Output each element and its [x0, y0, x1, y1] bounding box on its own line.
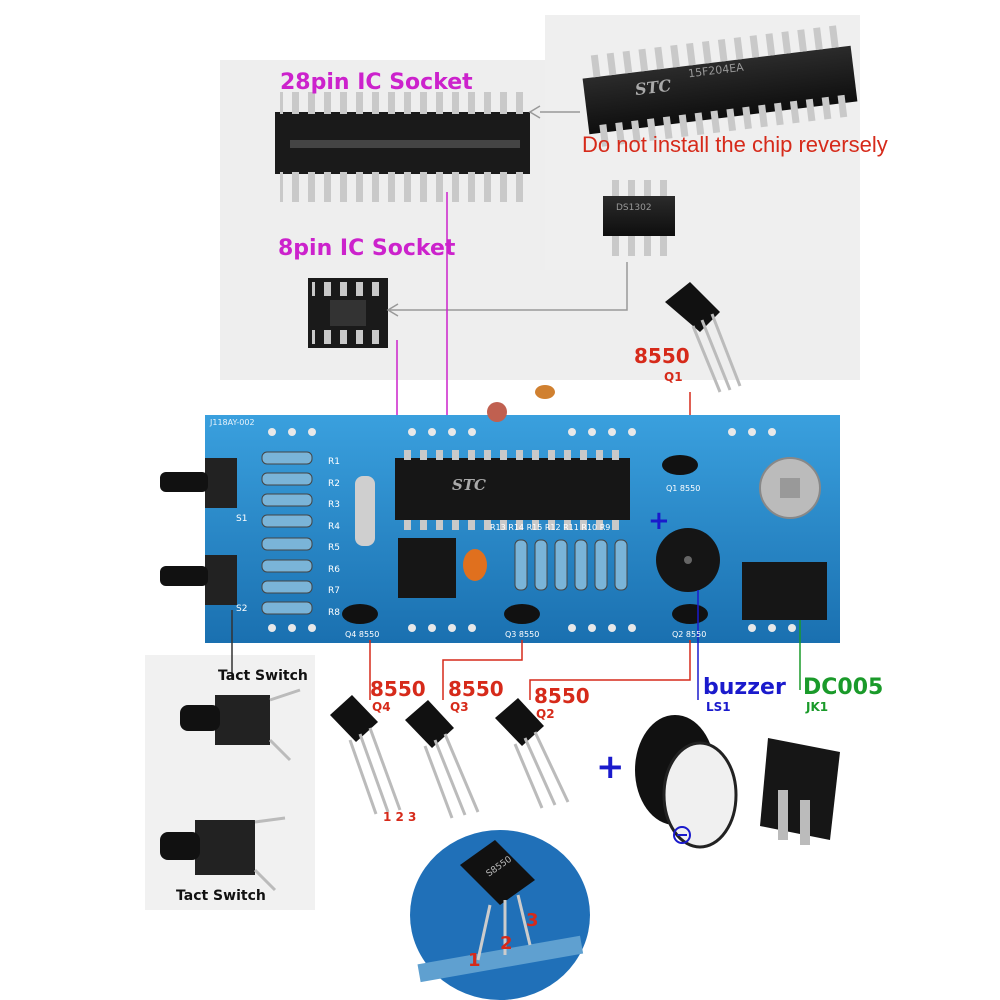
transistor-closeup-inset: [410, 830, 590, 1000]
q1-silk: Q1 8550: [666, 484, 701, 493]
q3-ref-label: Q3: [450, 700, 469, 714]
mcu-chip: [582, 25, 858, 147]
dc-jack-part: [760, 738, 840, 845]
board-buzzer-plus: +: [648, 506, 670, 536]
ref-r3: R3: [328, 500, 340, 510]
q2-part-label: 8550: [534, 684, 590, 708]
q1-part-label: 8550: [634, 344, 690, 368]
pointer-arrows: [386, 105, 628, 317]
tact-switch-bottom-label: Tact Switch: [176, 888, 266, 904]
rtc-chip: [603, 180, 675, 256]
q4-ref-label: Q4: [372, 700, 391, 714]
q4-transistor: [330, 695, 402, 815]
dc-jack-label: DC005: [803, 675, 884, 700]
buzzer-ref-label: LS1: [706, 700, 731, 714]
board-id: J118AY-002: [210, 418, 255, 427]
switch-ref-s1: S1: [236, 514, 248, 524]
tact-switch-top-label: Tact Switch: [218, 668, 308, 684]
buzzer-part: [635, 715, 738, 849]
q2-ref-label: Q2: [536, 707, 555, 721]
pcb-board: [160, 385, 840, 643]
warning-label: Do not install the chip reversely: [582, 132, 888, 157]
q3-silk: Q3 8550: [505, 630, 540, 639]
q2-silk: Q2 8550: [672, 630, 707, 639]
socket-8pin: [308, 278, 388, 348]
q1-transistor: [665, 282, 742, 393]
tact-switch-bottom: [160, 816, 286, 892]
red-leader-lines: [369, 640, 691, 700]
q1-ref-label: Q1: [664, 370, 683, 384]
inset-pin3: 3: [526, 910, 539, 931]
rtc-code-text: DS1302: [616, 203, 652, 213]
q3-transistor: [405, 700, 480, 819]
socket-28pin: [275, 92, 530, 202]
q4-silk: Q4 8550: [345, 630, 380, 639]
ref-r6: R6: [328, 564, 340, 575]
socket28-label: 28pin IC Socket: [280, 70, 473, 95]
ref-r1: R1: [328, 457, 340, 467]
tact-switch-top: [180, 688, 301, 762]
pin-numbers-label: 1 2 3: [383, 810, 417, 824]
resistor-ref-column: R1 R2 R3 R4 R5 R6 R7 R8: [328, 452, 340, 624]
dc-jack-ref-label: JK1: [806, 700, 829, 714]
ref-r7: R7: [328, 586, 340, 596]
q2-transistor: [495, 698, 570, 809]
buzzer-plus-mark: +: [596, 747, 625, 787]
ref-r5: R5: [328, 543, 340, 553]
switch-ref-s2: S2: [236, 604, 248, 614]
ref-r8: R8: [328, 607, 340, 618]
socket8-label: 8pin IC Socket: [278, 236, 456, 261]
inset-pin2: 2: [500, 933, 513, 954]
ref-r4: R4: [328, 521, 340, 532]
buzzer-label: buzzer: [703, 675, 786, 700]
board-mcu-brand: STC: [452, 476, 486, 494]
ref-r2: R2: [328, 478, 340, 489]
q3-part-label: 8550: [448, 677, 504, 701]
resistor-row-refs: R13 R14 R15 R12 R11 R10 R9: [490, 523, 611, 532]
q4-part-label: 8550: [370, 677, 426, 701]
inset-pin1: 1: [468, 950, 481, 971]
